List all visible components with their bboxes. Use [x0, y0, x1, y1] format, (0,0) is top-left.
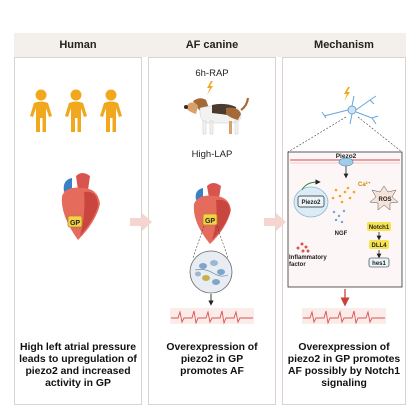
dog-icon: [184, 97, 250, 135]
calcium-ions: [331, 186, 356, 204]
ros-burst-icon: [369, 185, 399, 211]
notch1-label: Notch1: [369, 225, 390, 231]
mech-zoom-left: [287, 116, 347, 153]
neuron-icon: [321, 95, 379, 125]
flow-arrow-2: [264, 213, 286, 231]
gp-tissue-zoom: [189, 250, 233, 294]
mechanism-panel-title: Mechanism: [314, 39, 374, 51]
person-icon-2: [65, 89, 87, 132]
mech-zoom-right: [357, 116, 403, 153]
lightning-icon: [207, 81, 213, 95]
person-icon-1: [30, 89, 52, 132]
ros-label: ROS: [378, 197, 391, 203]
inflammatory-label: Inflammatory factor: [289, 255, 327, 268]
nucleus-piezo2-box: [297, 195, 325, 208]
canine-gp-label: GP: [205, 218, 215, 225]
hes1-label: hes1: [372, 261, 386, 267]
hes1-box: [368, 257, 390, 268]
canine-caption: Overexpression of piezo2 in GP promotes …: [166, 342, 258, 377]
canine-heart-icon: [193, 183, 231, 244]
nucleus-arrow: [301, 179, 321, 191]
zoom-line-left: [192, 225, 205, 259]
lightning-icon-mech: [344, 87, 350, 101]
mechanism-caption: Overexpression of piezo2 in GP promotes …: [287, 342, 401, 389]
lap-label: High-LAP: [191, 149, 233, 160]
header-banner: [14, 33, 406, 57]
rap-label: 6h-RAP: [195, 68, 229, 79]
canine-panel-title: AF canine: [185, 39, 239, 51]
human-panel-title: Human: [59, 39, 97, 51]
zoom-line-right: [216, 225, 229, 259]
ngf-particles: [332, 209, 346, 224]
ecg-strip-canine: [170, 308, 254, 325]
dll4-box: [369, 240, 389, 249]
ecg-strip-mechanism: [302, 308, 386, 325]
person-icon-3: [100, 89, 122, 132]
human-caption: High left atrial pressure leads to upreg…: [19, 342, 137, 389]
membrane-piezo2-label: Piezo2: [336, 153, 357, 160]
notch1-box: [367, 222, 391, 231]
human-gp-label: GP: [70, 220, 80, 227]
calcium-label: Ca²⁺: [358, 181, 371, 188]
dll4-label: DLL4: [372, 243, 388, 249]
flow-arrow-1: [130, 213, 152, 231]
nucleus-piezo2-label: Piezo2: [301, 200, 321, 206]
ngf-label: NGF: [335, 231, 348, 237]
inflammatory-icon: [296, 242, 310, 253]
human-heart-icon: [61, 173, 100, 240]
